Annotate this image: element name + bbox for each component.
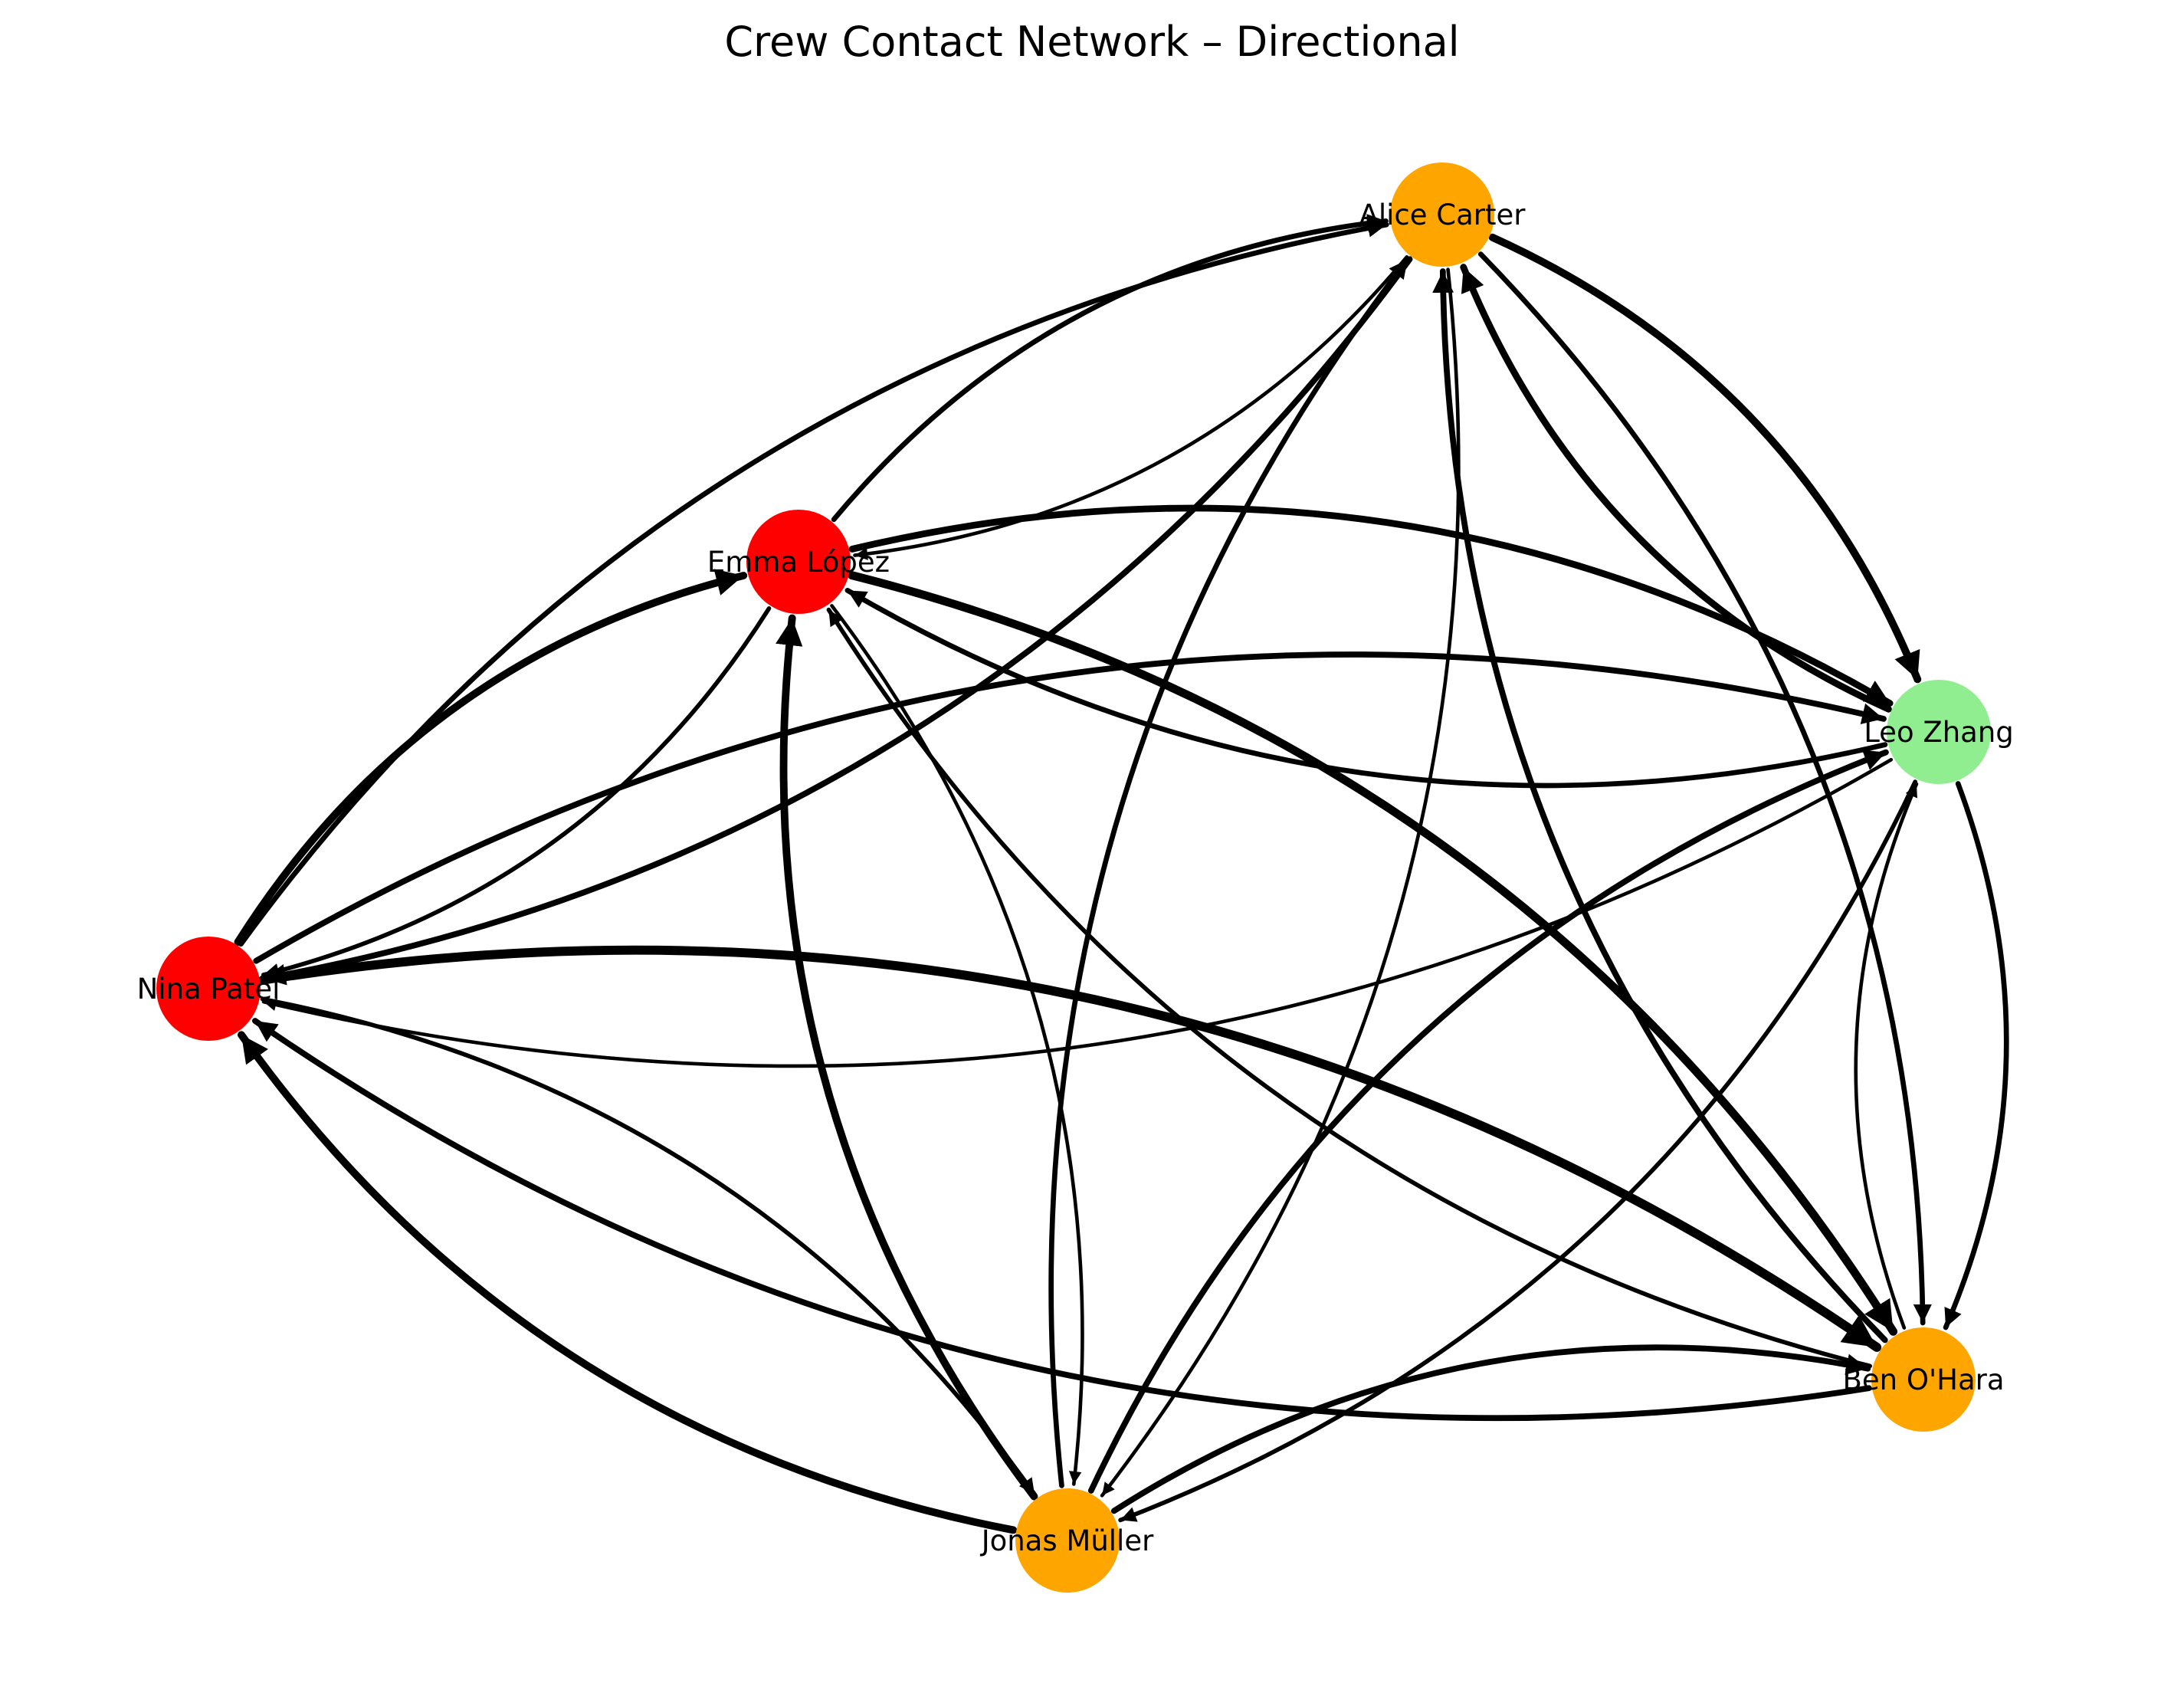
edge-ben-to-alice <box>1432 268 1888 1344</box>
edge-ben-to-nina <box>252 1018 1872 1422</box>
edge-nina-to-jonas <box>260 996 1037 1497</box>
edge-leo-to-jonas <box>1118 779 1918 1523</box>
edge-emma-to-jonas <box>830 604 1084 1486</box>
edge-alice-to-leo <box>1488 233 1922 684</box>
node-alice <box>1390 162 1494 267</box>
node-label-ben: Ben O'Hara <box>1842 1363 2004 1396</box>
edge-alice-to-jonas <box>1100 267 1461 1498</box>
edge-ben-to-emma <box>826 607 1873 1369</box>
edge-jonas-to-leo <box>1087 749 1889 1494</box>
nodes-layer <box>156 162 1991 1593</box>
node-label-alice: Alice Carter <box>1359 199 1527 231</box>
edge-jonas-to-alice <box>1048 257 1411 1488</box>
edge-leo-to-ben <box>1943 781 2009 1330</box>
edge-emma-to-alice <box>831 214 1389 523</box>
node-nina <box>156 937 261 1041</box>
edge-alice-to-ben <box>1477 251 1932 1326</box>
edge-jonas-to-ben <box>1110 1344 1871 1514</box>
edges-layer <box>234 214 2009 1534</box>
node-label-leo: Leo Zhang <box>1864 716 2014 749</box>
edge-leo-to-nina <box>261 757 1894 1068</box>
edge-alice-to-emma <box>853 254 1409 560</box>
edge-jonas-to-nina <box>238 1031 1018 1534</box>
edge-emma-to-nina <box>261 606 772 979</box>
edge-nina-to-emma <box>234 569 748 947</box>
edge-emma-to-ben <box>848 571 1898 1336</box>
edge-ben-to-leo <box>1854 782 1919 1330</box>
node-leo <box>1887 680 1991 784</box>
edge-nina-to-leo <box>253 651 1887 964</box>
diagram-title: Crew Contact Network – Directional <box>724 18 1459 66</box>
edge-leo-to-emma <box>844 587 1888 789</box>
node-ben <box>1871 1327 1976 1432</box>
edge-jonas-to-emma <box>776 614 1038 1501</box>
edge-nina-to-ben <box>258 945 1882 1352</box>
node-label-nina: Nina Patel <box>137 973 280 1006</box>
node-emma <box>746 510 851 614</box>
node-jonas <box>1015 1488 1120 1593</box>
edge-alice-to-nina <box>261 256 1413 986</box>
node-label-emma: Emma López <box>707 546 890 579</box>
node-label-jonas: Jonas Müller <box>980 1524 1154 1557</box>
edge-leo-to-alice <box>1460 264 1892 713</box>
